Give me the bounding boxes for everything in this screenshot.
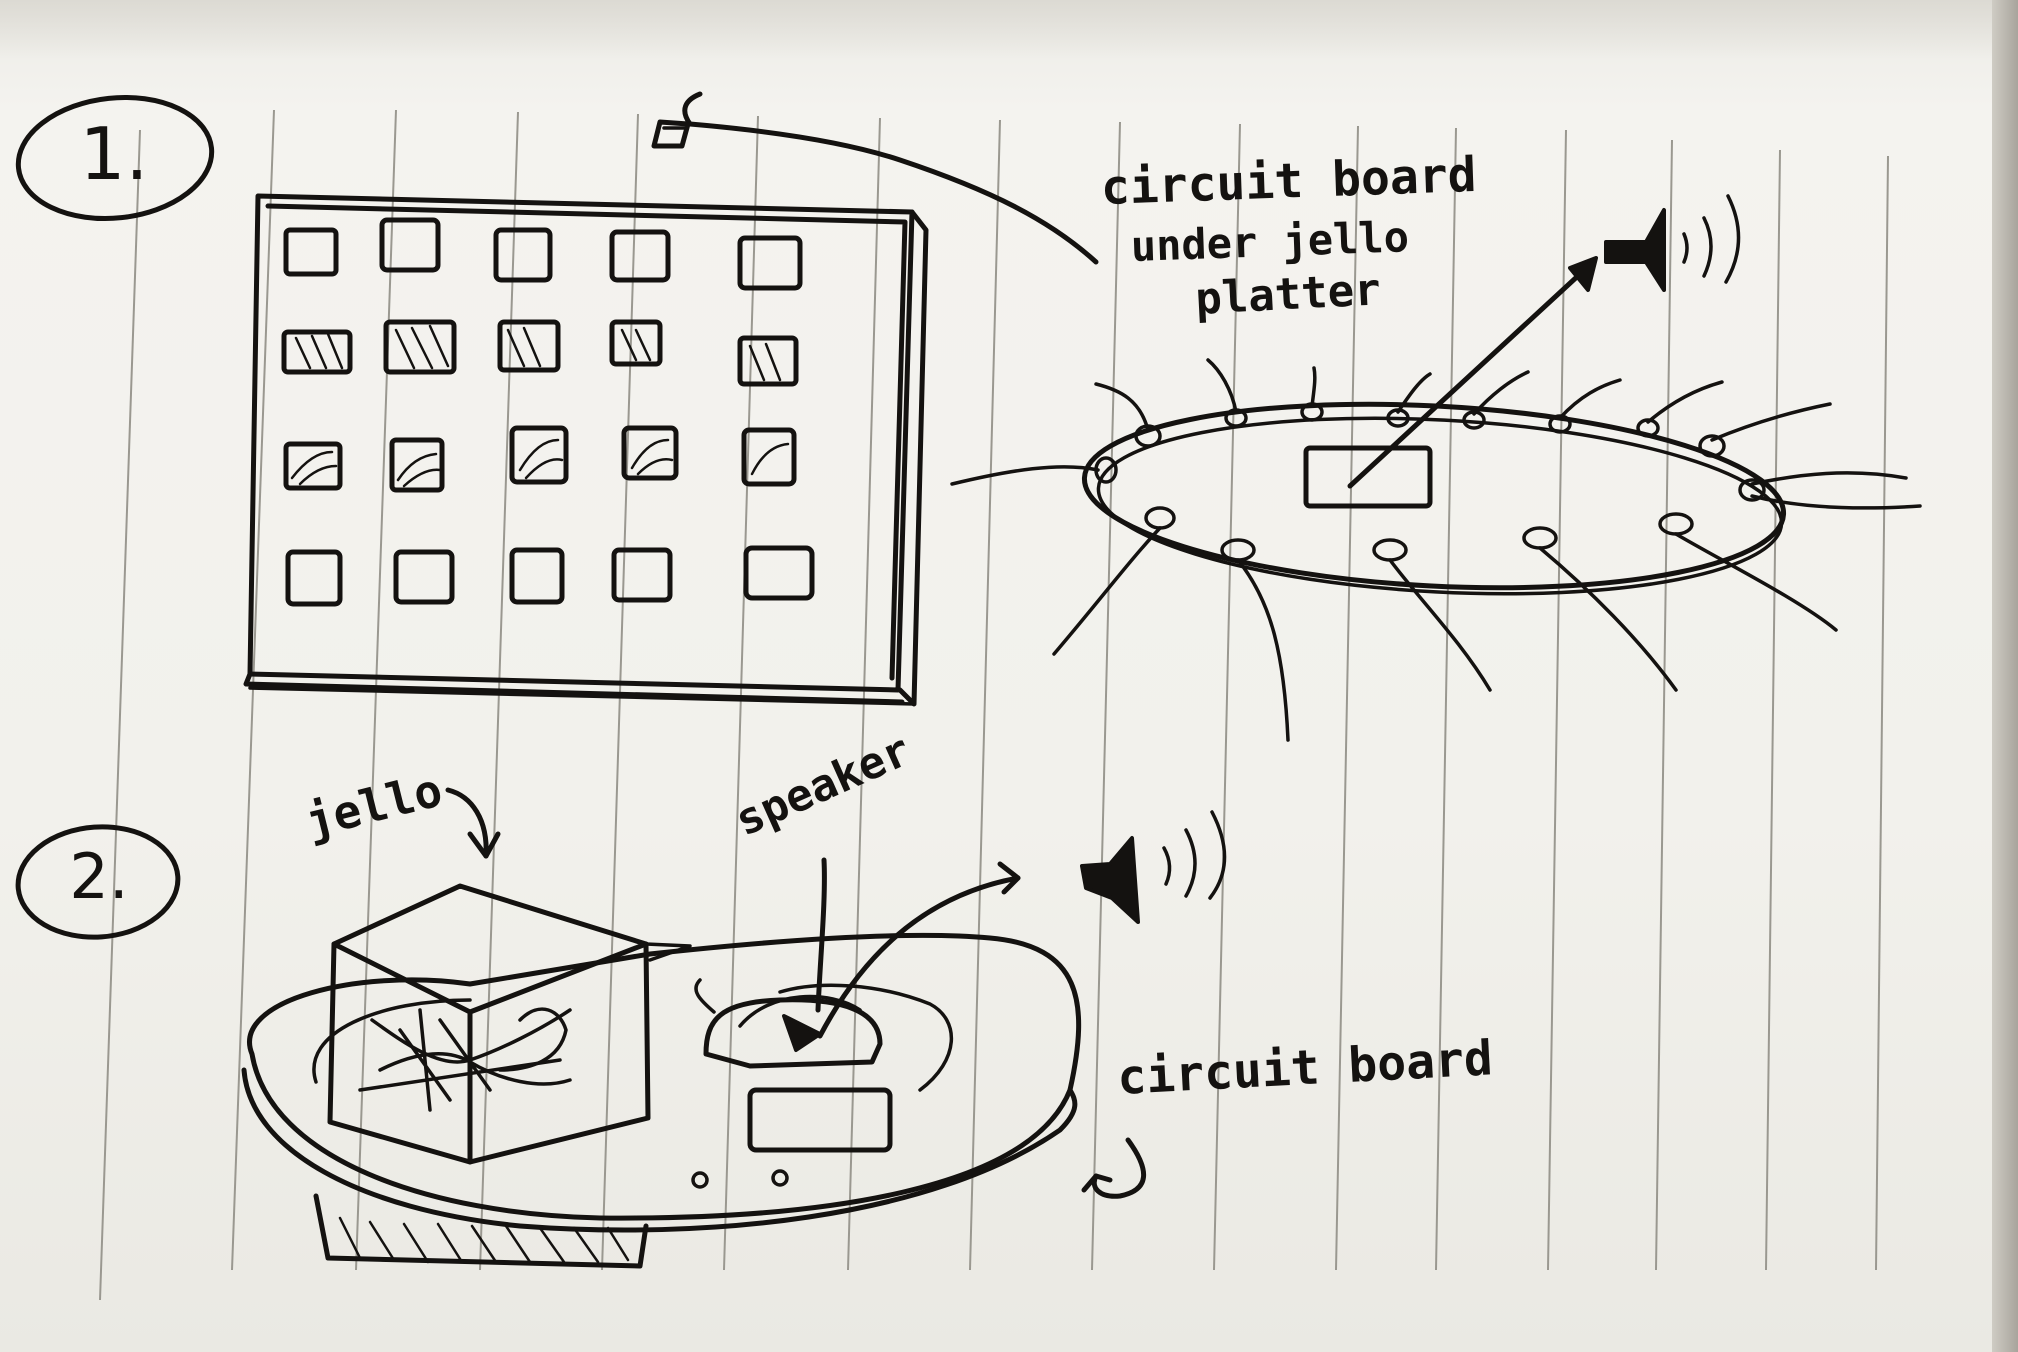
label-platter: platter	[1194, 264, 1382, 325]
circuit-board-top-view	[950, 256, 1922, 742]
ruled-lines	[99, 109, 1889, 1301]
step-2-circle	[15, 824, 181, 940]
speaker-icon	[1604, 194, 1741, 292]
step-1-circle	[15, 94, 215, 222]
step-1-number: 1.	[79, 112, 149, 196]
keypad-grid-sketch	[243, 193, 929, 707]
jello-platter-sketch	[241, 787, 1146, 1269]
label-under-jello: under jello	[1130, 212, 1410, 271]
keypad-to-board-arrow	[682, 91, 1099, 265]
step-2-number: 2.	[69, 840, 129, 913]
speaker-icon	[1080, 810, 1227, 924]
page-edge	[1992, 0, 2018, 1352]
